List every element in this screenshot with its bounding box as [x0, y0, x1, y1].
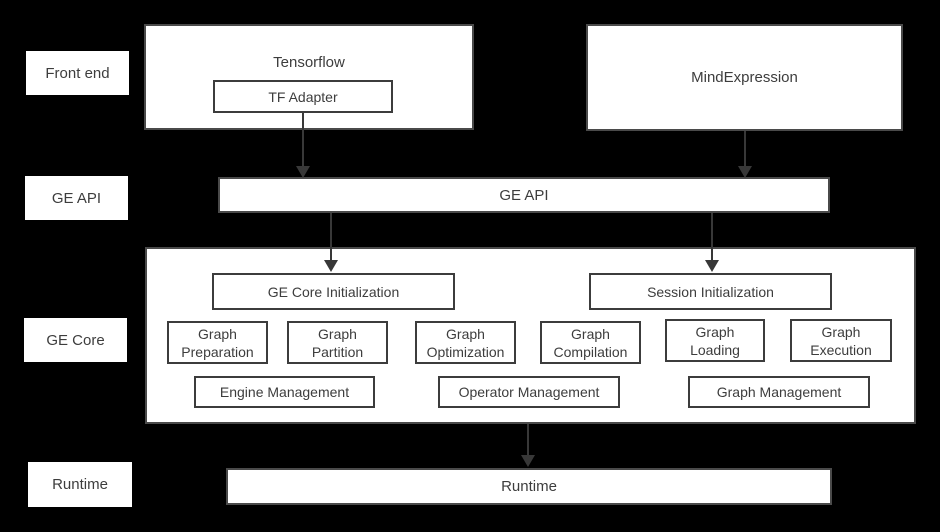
stage-graph-execution: Graph Execution: [790, 319, 892, 362]
stage-line1: Graph: [571, 325, 610, 342]
arrow-shaft: [302, 113, 304, 167]
operator-management-node: Operator Management: [438, 376, 620, 408]
arrow-shaft: [711, 213, 713, 261]
stage-line2: Preparation: [181, 343, 254, 360]
arrow-ge-core-to-runtime: [521, 424, 535, 467]
stage-graph-optimization: Graph Optimization: [415, 321, 516, 364]
arrow-head-icon: [521, 455, 535, 467]
stage-graph-loading: Graph Loading: [665, 319, 765, 362]
stage-graph-compilation: Graph Compilation: [540, 321, 641, 364]
stage-graph-preparation: Graph Preparation: [167, 321, 268, 364]
session-initialization-node: Session Initialization: [589, 273, 832, 310]
stage-line1: Graph: [198, 325, 237, 342]
stage-line2: Loading: [690, 341, 740, 358]
layer-label-ge-core: GE Core: [24, 318, 127, 362]
stage-line2: Optimization: [426, 343, 505, 360]
arrow-ge-api-to-session-init: [705, 213, 719, 272]
arrow-shaft: [527, 424, 529, 456]
tensorflow-title: Tensorflow: [273, 54, 345, 71]
ge-api-bar: GE API: [218, 177, 830, 213]
graph-management-node: Graph Management: [688, 376, 870, 408]
arrow-mind-expression-to-ge-api: [738, 131, 752, 178]
arrow-head-icon: [296, 166, 310, 178]
stage-line1: Graph: [318, 325, 357, 342]
arrow-head-icon: [738, 166, 752, 178]
arrow-ge-api-to-ge-core-init: [324, 213, 338, 272]
layer-label-runtime: Runtime: [28, 462, 132, 507]
ge-core-initialization-node: GE Core Initialization: [212, 273, 455, 310]
stage-line2: Partition: [311, 343, 364, 360]
runtime-bar: Runtime: [226, 468, 832, 505]
stage-line1: Graph: [821, 323, 861, 340]
stage-graph-partition: Graph Partition: [287, 321, 388, 364]
arrow-head-icon: [705, 260, 719, 272]
arrow-shaft: [330, 213, 332, 261]
stage-line1: Graph: [446, 325, 485, 342]
layer-label-front-end: Front end: [26, 51, 129, 95]
arrow-tf-adapter-to-ge-api: [296, 113, 310, 178]
arrow-head-icon: [324, 260, 338, 272]
stage-line2: Execution: [810, 341, 872, 358]
mind-expression-panel: MindExpression: [586, 24, 903, 131]
engine-management-node: Engine Management: [194, 376, 375, 408]
arrow-shaft: [744, 131, 746, 167]
layer-label-ge-api: GE API: [25, 176, 128, 220]
stage-line1: Graph: [695, 323, 735, 340]
stage-line2: Compilation: [553, 343, 628, 360]
tf-adapter-node: TF Adapter: [213, 80, 393, 113]
